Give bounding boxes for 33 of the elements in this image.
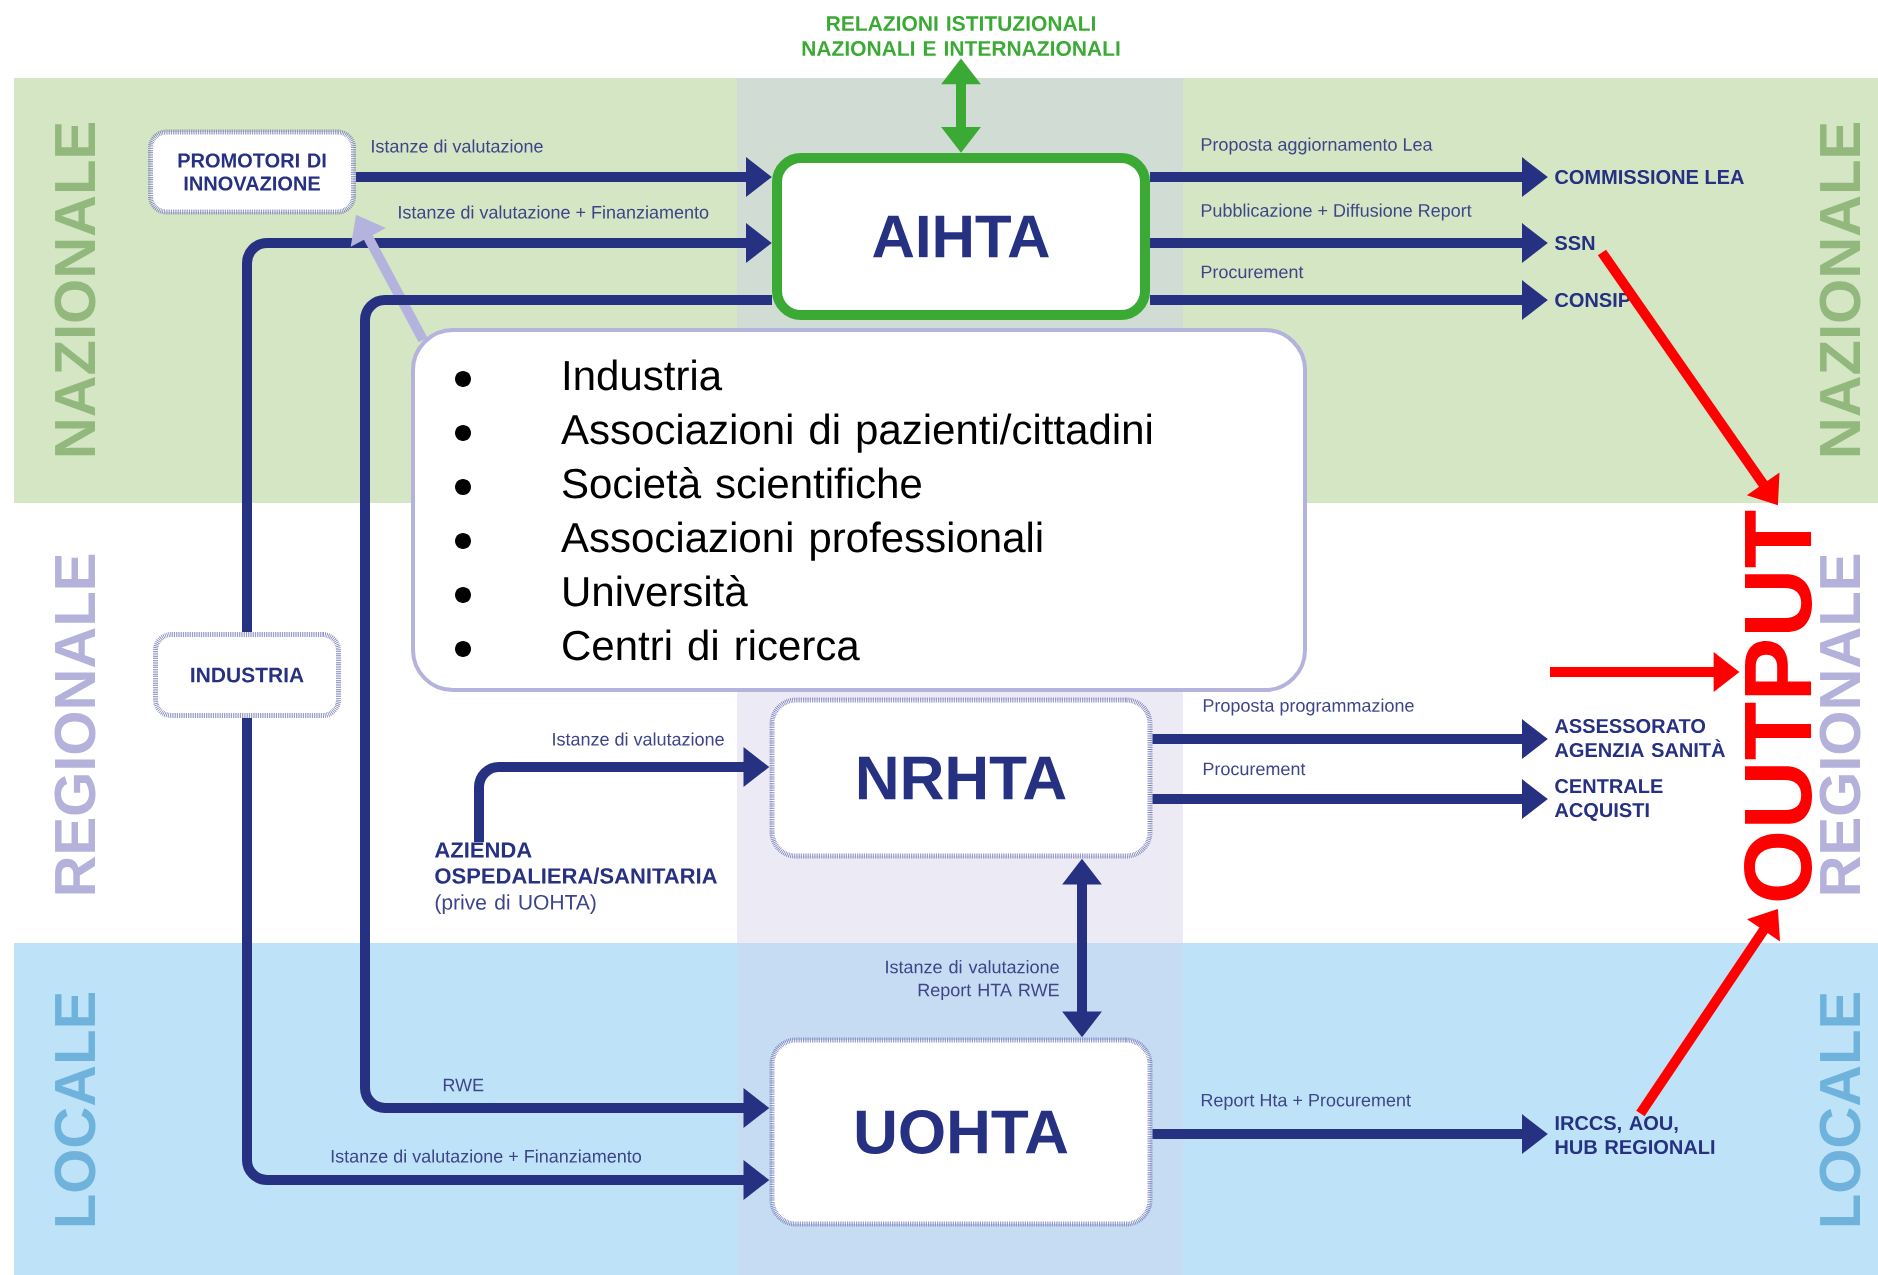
target-label: SSN xyxy=(1555,235,1595,251)
process-box: INDUSTRIA xyxy=(153,632,341,718)
band-label: NAZIONALE xyxy=(54,123,96,456)
process-box: PROMOTORI DI INNOVAZIONE xyxy=(148,129,356,215)
organization-label: AZIENDA OSPEDALIERA/SANITARIA (prive di UOHTA) xyxy=(434,842,717,914)
edge-label: Proposta aggiornamento Lea xyxy=(1201,137,1433,155)
target-label: CENTRALE ACQUISTI xyxy=(1554,779,1663,821)
band-label: REGIONALE xyxy=(54,554,96,894)
edge-label: Istanze di valutazione Report HTA RWE xyxy=(886,960,1059,1000)
target-label: COMMISSIONE LEA xyxy=(1555,169,1744,185)
callout-tooltip: Industria Associazioni di pazienti/cittadini Società scientifiche Associazioni professionali Università Centri di ricerca xyxy=(411,328,1307,692)
edge-label: Proposta programmazione xyxy=(1203,698,1414,716)
edge-label: Report Hta + Procurement xyxy=(1201,1093,1411,1111)
edge-label: Istanze di valutazione xyxy=(372,139,543,153)
process-box: AIHTA xyxy=(772,153,1150,320)
band-label: LOCALE xyxy=(54,993,96,1226)
target-label: ASSESSORATO AGENZIA SANITÀ xyxy=(1554,718,1725,758)
edge-label: Istanze di valutazione xyxy=(553,732,724,746)
band-label: REGIONALE xyxy=(1819,554,1861,894)
edge-label: Istanze di valutazione + Finanziamento xyxy=(399,205,709,219)
edge-label: Pubblicazione + Diffusione Report xyxy=(1201,203,1472,221)
process-box: NRHTA xyxy=(769,697,1153,859)
heading-text: RELAZIONI ISTITUZIONALI NAZIONALI E INTERNAZIONALI xyxy=(802,16,1120,56)
edge-label: Procurement xyxy=(1201,265,1304,279)
edge-label: Istanze di valutazione + Finanziamento xyxy=(331,1149,642,1163)
target-label: IRCCS, AOU, HUB REGIONALI xyxy=(1555,1115,1715,1155)
output-label: OUTPUT xyxy=(1744,510,1812,901)
process-box: UOHTA xyxy=(769,1037,1153,1227)
edge-label: Procurement xyxy=(1203,762,1306,776)
target-label: CONSIP xyxy=(1555,292,1631,308)
band-label: LOCALE xyxy=(1819,993,1861,1226)
band-label: NAZIONALE xyxy=(1819,123,1861,456)
edge-label: RWE xyxy=(443,1078,484,1092)
